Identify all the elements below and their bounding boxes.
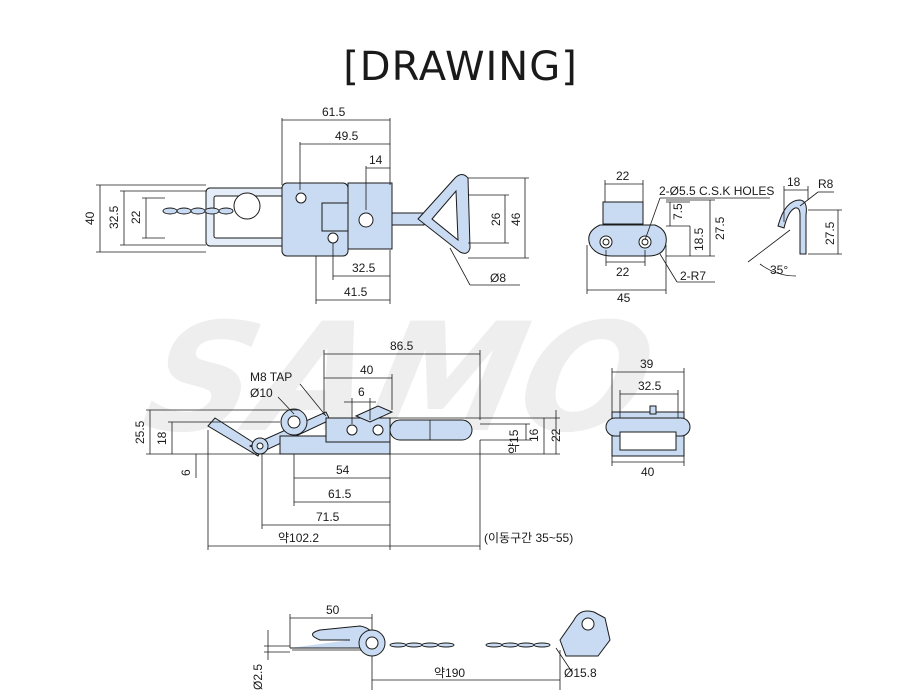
dim-label: Ø15.8 xyxy=(564,666,597,680)
pin-tab xyxy=(559,610,611,657)
dim-label: 약190 xyxy=(434,665,465,680)
dim-label: 71.5 xyxy=(316,510,340,524)
hook-view: 18 R8 27.5 35° xyxy=(747,175,842,277)
dim-label: 2-R7 xyxy=(680,269,706,283)
dim-label: 22 xyxy=(549,428,563,442)
dim-label: 35° xyxy=(770,263,788,277)
dim-label: 14 xyxy=(369,153,383,167)
dim-label: 40 xyxy=(641,465,655,479)
dim-label: Ø8 xyxy=(490,271,506,285)
dim-label: 45 xyxy=(617,291,631,305)
dim-label: 18 xyxy=(155,431,169,445)
dim-label: 약102.2 xyxy=(278,530,319,545)
latch-bar xyxy=(389,419,473,441)
dim-label: 32.5 xyxy=(638,379,662,393)
pin-view: 50 Ø2.5 약190 Ø15.8 xyxy=(251,603,611,690)
dim-label: 61.5 xyxy=(328,487,352,501)
dim-label: 40 xyxy=(83,211,97,225)
dim-label: 18.5 xyxy=(692,227,706,251)
dim-label: 약15 xyxy=(506,429,521,454)
dim-label: 2-Ø5.5 C.S.K HOLES xyxy=(659,184,774,198)
pin-chain xyxy=(389,642,551,648)
dim-label: M8 TAP xyxy=(250,370,292,384)
dim-label: 54 xyxy=(336,463,350,477)
mount-hole xyxy=(327,232,339,244)
dim-label: 27.5 xyxy=(823,221,837,245)
dim-label: 25.5 xyxy=(133,420,147,444)
hook-profile xyxy=(777,199,807,255)
dim-label: 22 xyxy=(129,210,143,224)
dim-label: 22 xyxy=(616,265,630,279)
chain xyxy=(162,192,261,220)
dim-label: R8 xyxy=(818,177,834,191)
dim-label: 86.5 xyxy=(390,339,414,353)
dim-label: 6 xyxy=(179,469,193,476)
dim-label: 26 xyxy=(489,212,503,226)
mount-hole xyxy=(295,192,307,204)
dim-label: 46 xyxy=(509,212,523,226)
dim-label: 49.5 xyxy=(335,129,359,143)
dim-label: 22 xyxy=(616,169,630,183)
dim-label: 16 xyxy=(527,428,541,442)
dim-label: 39 xyxy=(640,357,654,371)
dim-label: 41.5 xyxy=(344,285,368,299)
dim-label: Ø2.5 xyxy=(251,664,265,690)
side-view: 86.5 M8 TAP Ø10 40 6 25.5 18 6 약15 16 22 xyxy=(133,339,573,550)
dim-label: (이동구간 35~55) xyxy=(484,531,573,545)
dim-label: 7.5 xyxy=(671,203,685,220)
bracket-base xyxy=(588,224,667,257)
dim-label: 32.5 xyxy=(107,205,121,229)
dim-label: 18 xyxy=(787,175,801,189)
dim-label: 40 xyxy=(360,363,374,377)
end-view: 39 32.5 40 xyxy=(605,357,691,479)
drawing-title: [DRAWING] xyxy=(343,44,578,90)
dim-label: 32.5 xyxy=(352,261,376,275)
dim-label: 27.5 xyxy=(713,216,727,240)
dim-label: 6 xyxy=(358,385,365,399)
dim-label: Ø10 xyxy=(250,386,273,400)
dim-label: 61.5 xyxy=(322,105,346,119)
bracket-view: 22 2-Ø5.5 C.S.K HOLES 7.5 18.5 27.5 22 4… xyxy=(586,169,774,305)
dim-label: 50 xyxy=(326,603,340,617)
top-view: 61.5 49.5 14 40 32.5 22 26 46 32.5 41.5 xyxy=(83,105,529,304)
